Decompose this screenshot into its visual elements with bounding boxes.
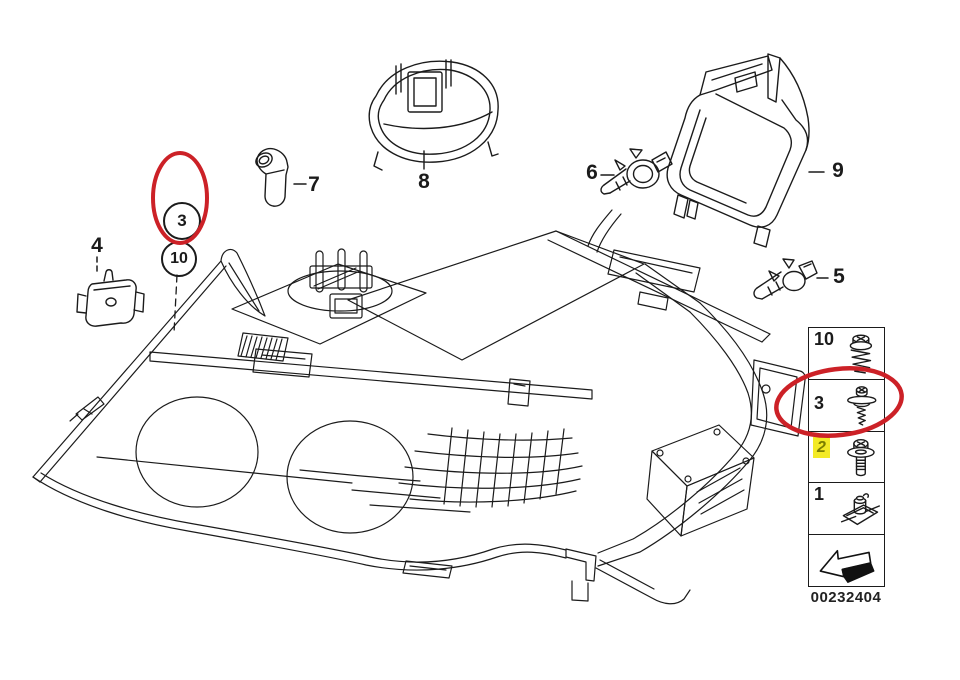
part-5-bulb-drawing: [753, 258, 818, 300]
direction-of-travel-arrow-icon: [819, 550, 875, 584]
callout-circle-10: 10: [161, 241, 197, 277]
legend-item-3: 3: [809, 380, 884, 432]
part-label-4: 4: [91, 234, 103, 257]
bolt-with-washer-icon: [847, 438, 875, 476]
part-9-bulb-cover-drawing: [666, 53, 810, 248]
screw-with-spring-icon: [849, 334, 873, 374]
legend-number-2: 2: [813, 436, 830, 458]
legend-number-3: 3: [814, 392, 825, 413]
part-label-7: 7: [308, 173, 320, 196]
callout-circle-3: 3: [163, 202, 201, 240]
headlight-assembly-drawing: [32, 209, 806, 605]
part-label-8: 8: [418, 170, 430, 193]
legend-item-2: 2: [809, 432, 884, 484]
legend-item-arrow: [809, 535, 884, 586]
leader-lines: [96, 171, 829, 334]
part-label-5: 5: [833, 265, 845, 288]
clip-nut-icon: [840, 493, 880, 526]
legend-item-1: 1: [809, 483, 884, 536]
tapping-screw-washer-icon: [847, 385, 877, 426]
part-label-6: 6: [586, 161, 598, 184]
part-4-clip-drawing: [76, 269, 145, 327]
legend-number-10: 10: [814, 329, 835, 349]
doc-number: 00232404: [810, 589, 882, 606]
part-8-gasket-ring-drawing: [368, 59, 499, 171]
part-6-bulb-socket-drawing: [600, 148, 673, 195]
legend-number-1: 1: [814, 484, 825, 505]
part-7-grommet-drawing: [255, 147, 289, 207]
legend-item-10: 10: [809, 328, 884, 380]
legend-panel: 10 3: [808, 327, 885, 587]
part-label-9: 9: [832, 159, 844, 182]
